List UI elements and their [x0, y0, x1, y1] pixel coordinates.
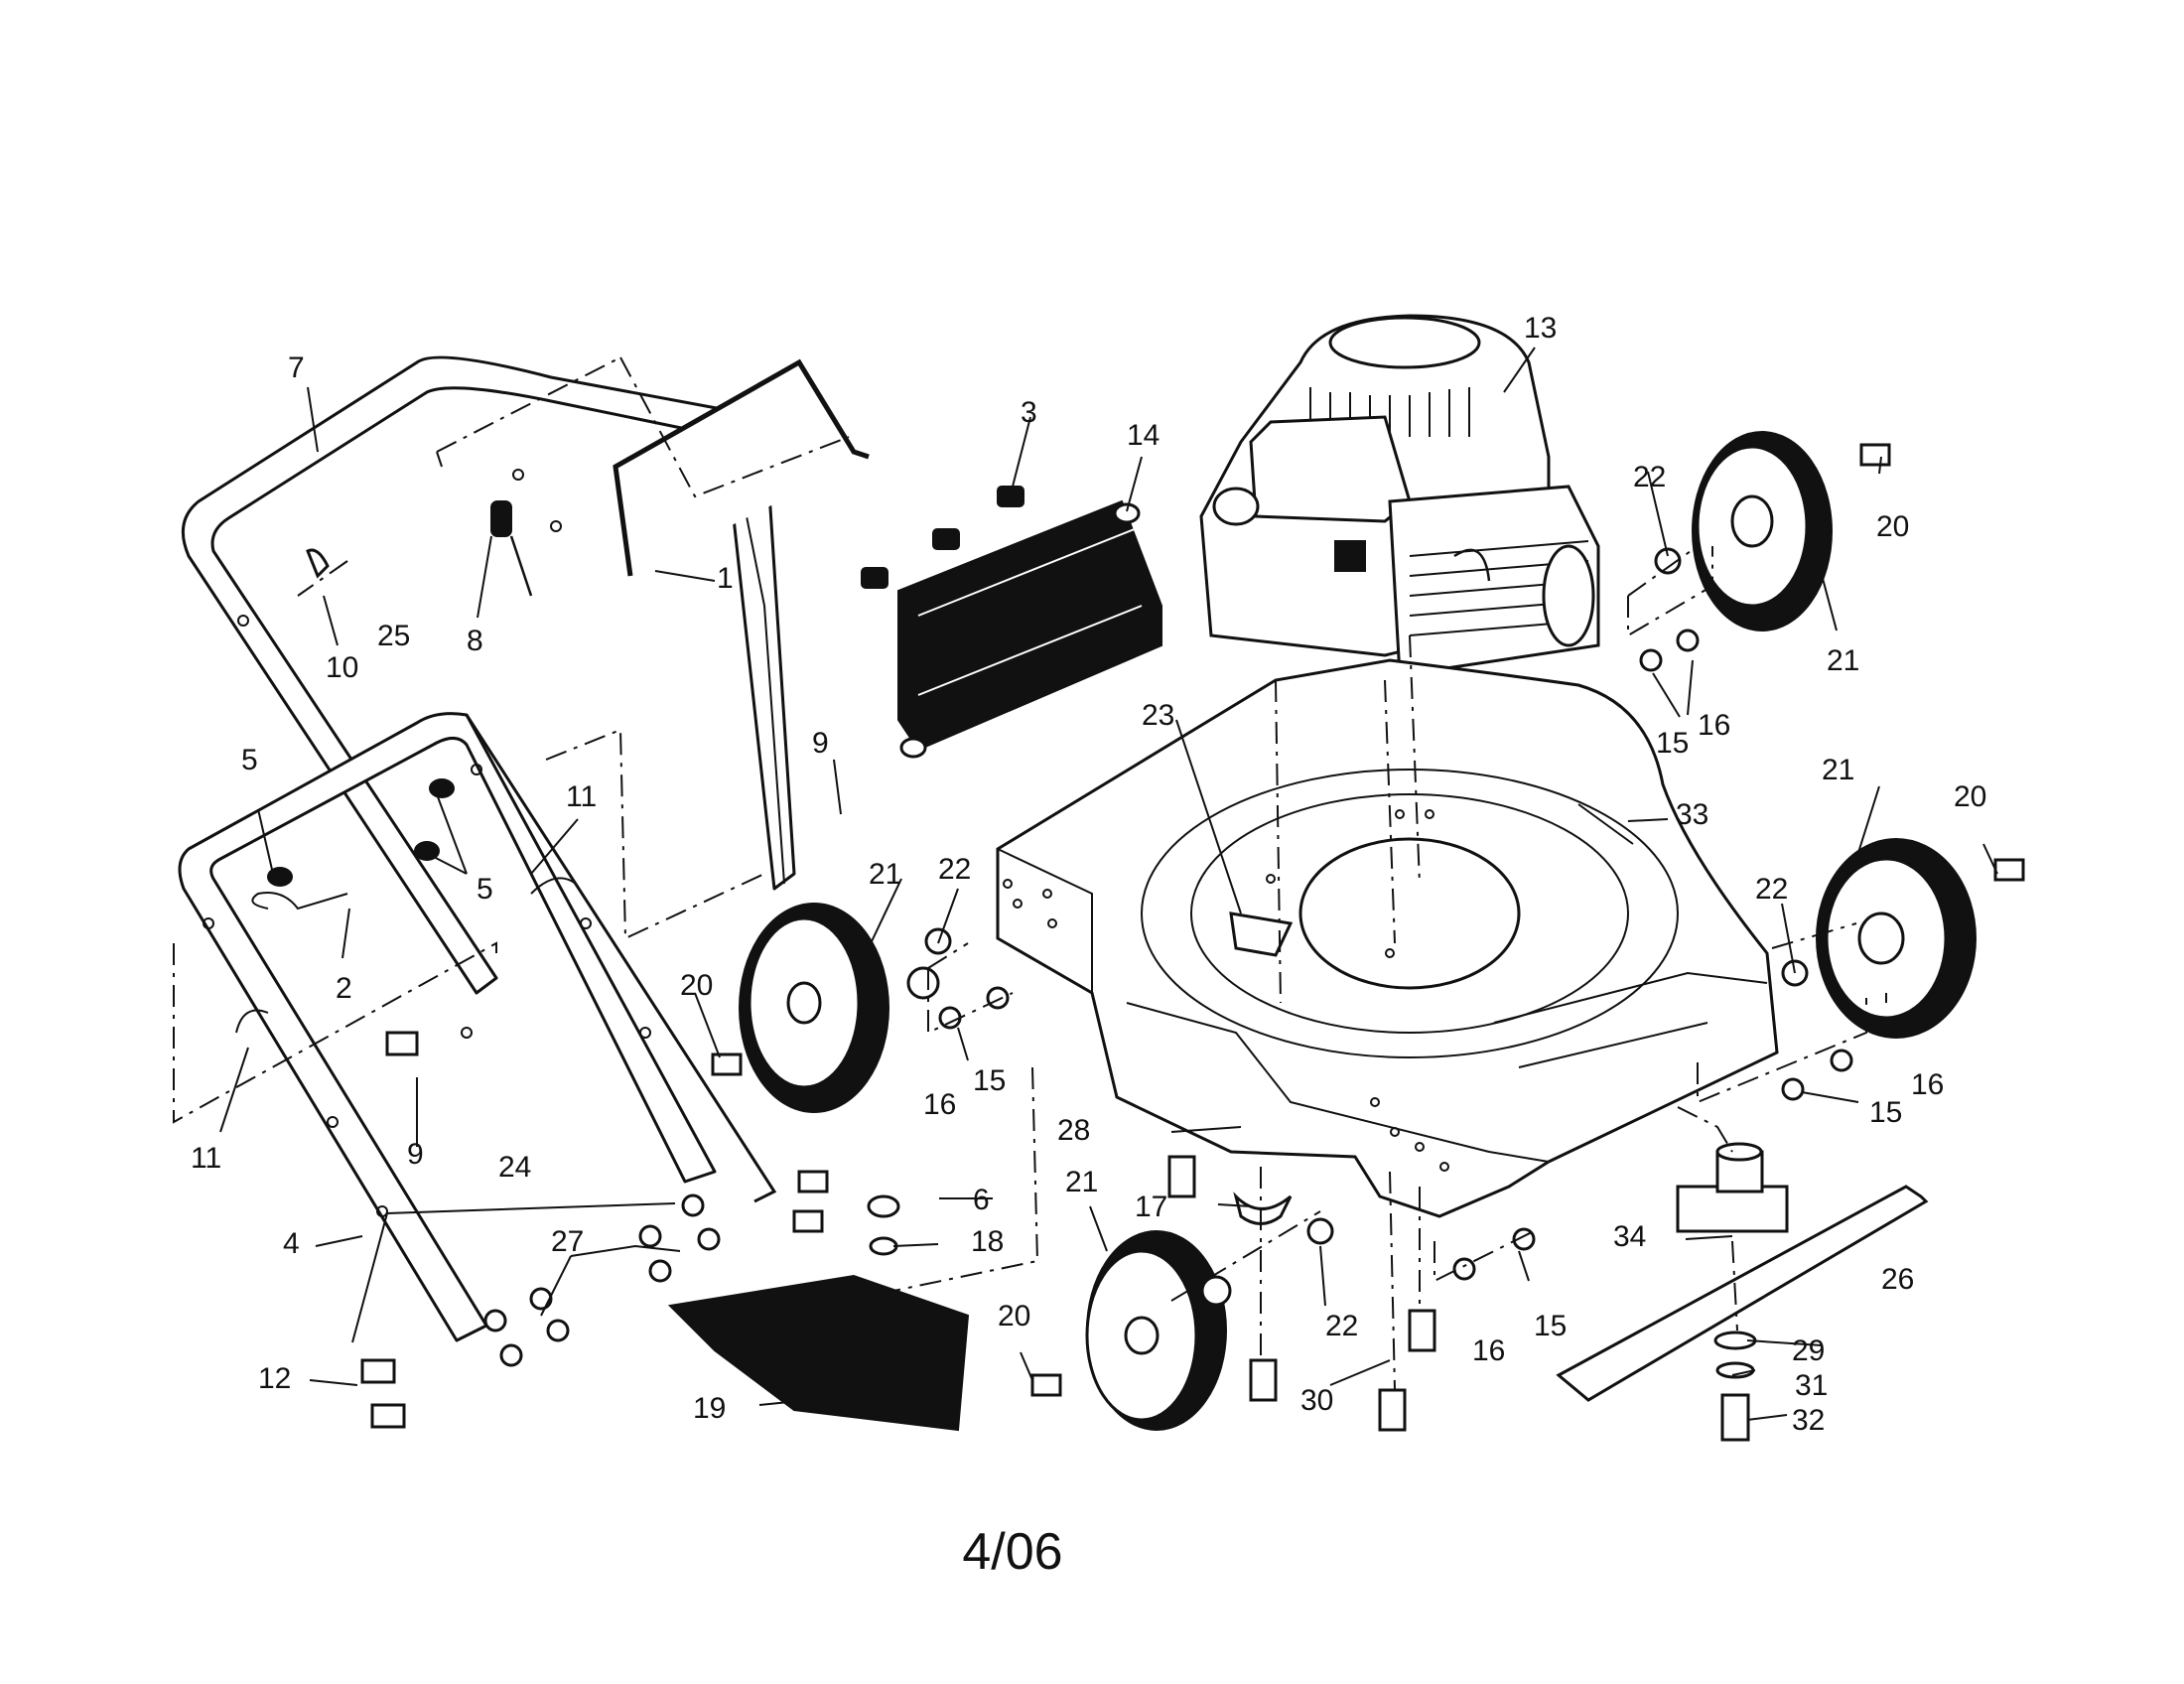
callout-27: 27 — [551, 1225, 584, 1258]
deck-bolts — [1167, 1155, 1436, 1432]
callout-16: 16 — [1472, 1334, 1505, 1367]
mower-deck — [996, 658, 1779, 1218]
callout-6: 6 — [973, 1184, 990, 1216]
lower-handle — [178, 712, 777, 1342]
handle-hardware — [235, 500, 829, 1429]
callout-3: 3 — [1021, 396, 1037, 429]
callout-22: 22 — [938, 853, 971, 886]
wheel-front-left — [739, 903, 940, 1113]
callout-15: 15 — [973, 1064, 1006, 1097]
callout-labels: 1 2 3 4 5 5 6 7 8 9 9 10 11 11 12 13 14 … — [191, 312, 1986, 1437]
wheel-rear-right — [1816, 838, 1977, 1039]
callout-18: 18 — [971, 1225, 1004, 1258]
wheel-front-right — [1085, 1230, 1232, 1431]
callout-24: 24 — [498, 1151, 531, 1184]
callout-26: 26 — [1881, 1263, 1914, 1296]
callout-33: 33 — [1676, 798, 1708, 831]
callout-20: 20 — [1876, 510, 1909, 543]
callout-30: 30 — [1300, 1384, 1333, 1417]
callout-9: 9 — [407, 1138, 424, 1171]
assembly-lines — [173, 356, 1867, 1391]
callout-19: 19 — [693, 1392, 726, 1425]
callout-29: 29 — [1792, 1334, 1825, 1367]
callout-8: 8 — [467, 625, 483, 657]
callout-28: 28 — [1057, 1114, 1090, 1147]
callout-21: 21 — [1065, 1166, 1098, 1198]
wheel-rear-left — [1692, 431, 1833, 632]
callout-14: 14 — [1127, 419, 1160, 452]
callout-15: 15 — [1534, 1310, 1567, 1342]
callout-22: 22 — [1633, 461, 1666, 493]
callout-11: 11 — [191, 1142, 221, 1175]
callout-9: 9 — [812, 727, 829, 760]
callout-2: 2 — [336, 972, 352, 1005]
callout-7: 7 — [288, 351, 305, 384]
engine — [1199, 314, 1600, 677]
leader-lines — [219, 347, 1998, 1421]
callout-21: 21 — [1822, 754, 1854, 786]
callout-22: 22 — [1755, 873, 1788, 906]
wheel-hardware — [711, 443, 2025, 1397]
callout-20: 20 — [680, 969, 713, 1002]
discharge-chute — [667, 1194, 970, 1432]
date-code: 4/06 — [962, 1523, 1062, 1581]
callout-12: 12 — [258, 1362, 291, 1395]
callout-21: 21 — [869, 858, 901, 891]
callout-31: 31 — [1795, 1369, 1828, 1402]
callout-17: 17 — [1135, 1191, 1167, 1223]
callout-25: 25 — [377, 620, 410, 652]
bail-wire — [613, 358, 870, 577]
callout-16: 16 — [1911, 1068, 1944, 1101]
blade-assembly — [1556, 1142, 1929, 1442]
callout-23: 23 — [1142, 699, 1174, 732]
callout-20: 20 — [1954, 780, 1986, 813]
callout-15: 15 — [1656, 727, 1689, 760]
callout-16: 16 — [923, 1088, 956, 1121]
callout-4: 4 — [283, 1227, 300, 1260]
callout-11: 11 — [566, 780, 597, 813]
rear-deflector — [861, 486, 1162, 759]
callout-5: 5 — [241, 744, 258, 776]
callout-10: 10 — [326, 651, 358, 684]
callout-22: 22 — [1325, 1310, 1358, 1342]
callout-13: 13 — [1524, 312, 1557, 345]
callout-16: 16 — [1698, 709, 1730, 742]
callout-5: 5 — [477, 873, 493, 906]
callout-21: 21 — [1827, 644, 1859, 677]
callout-20: 20 — [998, 1300, 1030, 1333]
callout-32: 32 — [1792, 1404, 1825, 1437]
callout-34: 34 — [1613, 1220, 1646, 1253]
callout-15: 15 — [1869, 1096, 1902, 1129]
callout-1: 1 — [717, 562, 734, 595]
